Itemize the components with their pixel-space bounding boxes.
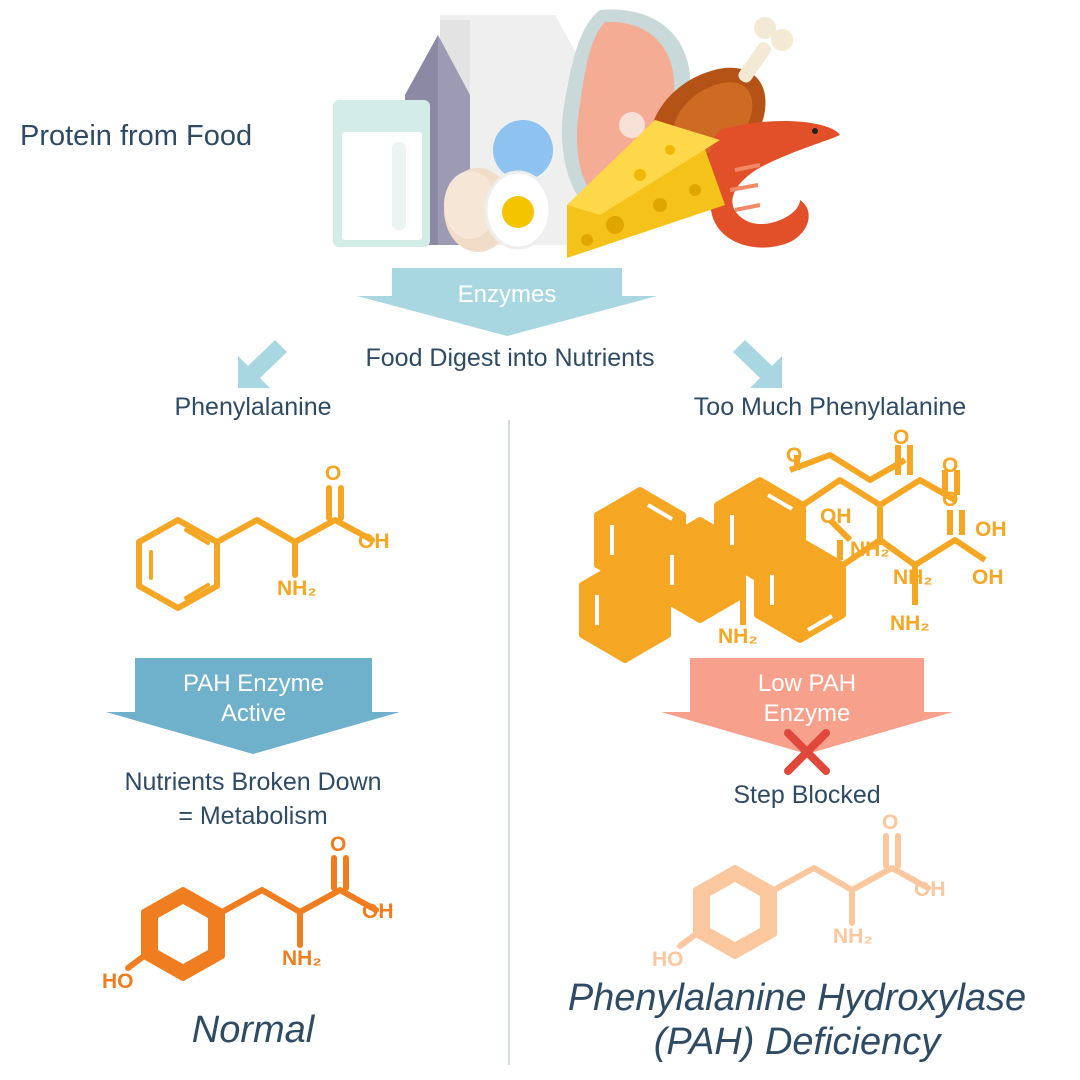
phe-o-label: O bbox=[325, 462, 342, 485]
cluster-oh-label-1: OH bbox=[975, 518, 1007, 541]
right-heading: Too Much Phenylalanine bbox=[693, 393, 967, 421]
shrimp-icon bbox=[707, 120, 840, 248]
metabolism-result: Nutrients Broken Down = Metabolism bbox=[124, 765, 381, 833]
cluster-o-label-2: O bbox=[893, 426, 910, 449]
tyr-faded-oh-label: OH bbox=[914, 878, 946, 901]
tyr-faded-o-label: O bbox=[882, 811, 899, 834]
low-pah-line2: Enzyme bbox=[763, 700, 851, 727]
phe-nh2-label: NH₂ bbox=[277, 577, 317, 600]
low-pah-label: Low PAH Enzyme bbox=[690, 669, 924, 729]
cluster-o-label-4: O bbox=[942, 488, 959, 511]
phenylalanine-molecule bbox=[136, 485, 375, 611]
boiled-egg-icon bbox=[484, 170, 552, 250]
pah-active-line1: PAH Enzyme bbox=[183, 670, 324, 697]
deficiency-outcome: Phenylalanine Hydroxylase (PAH) Deficien… bbox=[568, 976, 1026, 1064]
cluster-o-label-1: O bbox=[786, 444, 803, 467]
tyr-o-label: O bbox=[330, 833, 347, 856]
phenylalanine-cluster bbox=[579, 445, 987, 663]
pah-active-label: PAH Enzyme Active bbox=[135, 669, 372, 729]
tyr-faded-ho-label: HO bbox=[652, 948, 684, 971]
phe-oh-label: OH bbox=[358, 530, 390, 553]
blue-egg-icon bbox=[493, 120, 553, 180]
tyr-faded-nh2-label: NH₂ bbox=[833, 925, 873, 948]
enzymes-arrow bbox=[357, 268, 657, 336]
step-blocked-label: Step Blocked bbox=[733, 781, 881, 809]
tyr-ho-label: HO bbox=[102, 970, 134, 993]
arrow-down-left-icon bbox=[238, 340, 287, 388]
result-line2: = Metabolism bbox=[178, 802, 328, 830]
blocked-x-icon bbox=[784, 729, 830, 775]
low-pah-arrow bbox=[661, 658, 953, 754]
cluster-nh2-label-1: NH₂ bbox=[850, 538, 890, 561]
tyrosine-molecule bbox=[125, 855, 379, 981]
pah-active-line2: Active bbox=[220, 700, 287, 727]
tyr-oh-label: OH bbox=[362, 900, 394, 923]
normal-outcome: Normal bbox=[191, 1009, 315, 1051]
arrow-down-right-icon bbox=[733, 340, 782, 388]
cluster-nh2-label-2: NH₂ bbox=[893, 566, 933, 589]
cluster-oh-label-3: OH bbox=[820, 505, 852, 528]
cluster-nh2-label-3: NH₂ bbox=[890, 612, 930, 635]
low-pah-line1: Low PAH bbox=[757, 670, 857, 697]
left-heading: Phenylalanine bbox=[174, 393, 332, 421]
digest-label: Food Digest into Nutrients bbox=[365, 344, 655, 372]
cluster-oh-label-2: OH bbox=[972, 566, 1004, 589]
enzymes-label: Enzymes bbox=[457, 281, 557, 308]
milk-glass-icon bbox=[333, 100, 430, 247]
deficiency-line2: (PAH) Deficiency bbox=[653, 1021, 941, 1063]
cluster-o-label-3: O bbox=[942, 454, 959, 477]
tyr-nh2-label: NH₂ bbox=[282, 947, 322, 970]
cluster-nh2-label-4: NH₂ bbox=[718, 625, 758, 648]
deficiency-line1: Phenylalanine Hydroxylase bbox=[567, 977, 1027, 1019]
pah-active-arrow bbox=[106, 658, 400, 754]
tyrosine-faded-molecule bbox=[677, 833, 931, 959]
result-line1: Nutrients Broken Down bbox=[124, 768, 382, 796]
page-title: Protein from Food bbox=[20, 120, 253, 152]
cheese-icon bbox=[567, 120, 725, 258]
